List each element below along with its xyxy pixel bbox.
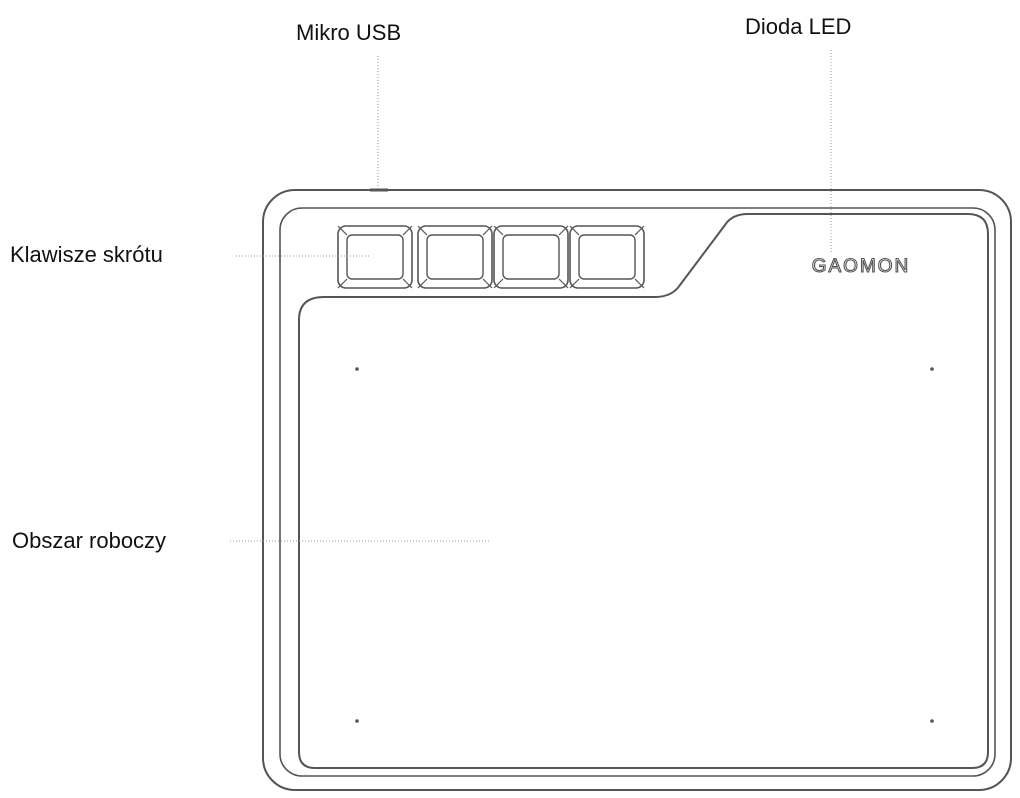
active-area-outline — [298, 213, 989, 769]
shortcut-keys-group — [337, 225, 645, 289]
corner-marker-top-right — [930, 367, 934, 371]
shortcut-key-4[interactable] — [569, 225, 645, 289]
corner-marker-bottom-left — [355, 719, 359, 723]
corner-marker-top-left — [355, 367, 359, 371]
shortcut-key-3[interactable] — [493, 225, 569, 289]
label-led: Dioda LED — [745, 14, 852, 39]
tablet-top-face — [279, 207, 996, 777]
brand-logo: GAOMON — [812, 256, 911, 277]
tablet-outer-body — [262, 189, 1012, 791]
shortcut-key-2[interactable] — [417, 225, 493, 289]
label-work-area: Obszar roboczy — [12, 528, 167, 553]
shortcut-key-1[interactable] — [337, 225, 413, 289]
corner-marker-bottom-right — [930, 719, 934, 723]
label-micro-usb: Mikro USB — [296, 20, 402, 45]
label-shortcut-keys: Klawisze skrótu — [10, 242, 163, 267]
